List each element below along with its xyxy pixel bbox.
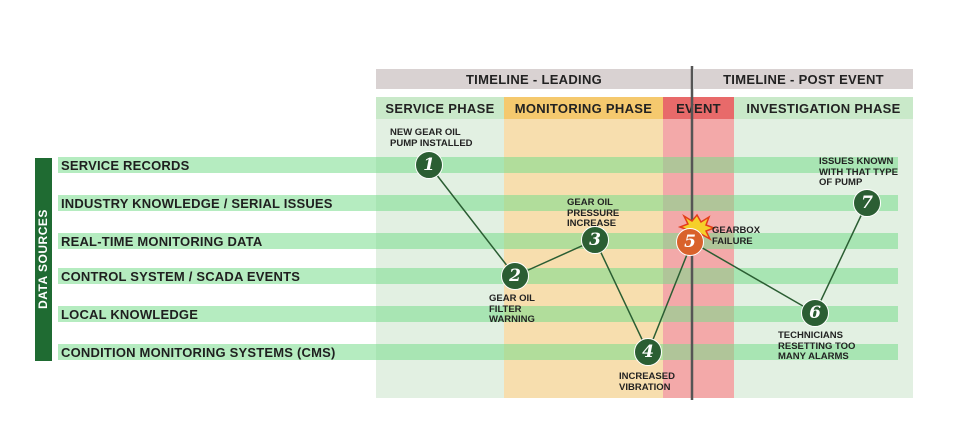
- event-phase-header: EVENT: [663, 97, 734, 119]
- annotation-node-5: GEARBOX FAILURE: [712, 225, 761, 247]
- row-label-industry-knowledge: INDUSTRY KNOWLEDGE / SERIAL ISSUES: [61, 195, 333, 211]
- row-band-industry-knowledge: [58, 195, 898, 211]
- node-4: 4: [634, 338, 662, 366]
- annotation-node-7: ISSUES KNOWN WITH THAT TYPE OF PUMP: [819, 156, 898, 188]
- annotation-node-2: GEAR OIL FILTER WARNING: [489, 293, 535, 325]
- annotation-node-1: NEW GEAR OIL PUMP INSTALLED: [390, 127, 473, 149]
- node-3: 3: [581, 226, 609, 254]
- node-2: 2: [501, 262, 529, 290]
- timeline-leading-label: TIMELINE - LEADING: [465, 71, 603, 87]
- node-5-event: 5: [676, 228, 704, 256]
- annotation-node-4: INCREASED VIBRATION: [619, 371, 675, 393]
- investigation-phase-header: INVESTIGATION PHASE: [734, 97, 913, 119]
- row-band-local-knowledge: [58, 306, 898, 322]
- annotation-node-3: GEAR OIL PRESSURE INCREASE: [567, 197, 620, 229]
- timeline-post-event-header: TIMELINE - POST EVENT: [694, 69, 913, 89]
- row-label-service-records: SERVICE RECORDS: [61, 157, 190, 173]
- row-band-control-system: [58, 268, 898, 284]
- timeline-post-event-label: TIMELINE - POST EVENT: [723, 71, 884, 87]
- row-label-cms: CONDITION MONITORING SYSTEMS (CMS): [61, 344, 336, 360]
- data-sources-sidebar: [35, 158, 52, 361]
- node-6: 6: [801, 299, 829, 327]
- investigation-phase-label: INVESTIGATION PHASE: [746, 100, 901, 116]
- row-label-real-time-monitoring: REAL-TIME MONITORING DATA: [61, 233, 263, 249]
- monitoring-phase-label: MONITORING PHASE: [514, 100, 653, 116]
- row-label-local-knowledge: LOCAL KNOWLEDGE: [61, 306, 199, 322]
- annotation-node-6: TECHNICIANS RESETTING TOO MANY ALARMS: [778, 330, 856, 362]
- row-label-control-system: CONTROL SYSTEM / SCADA EVENTS: [61, 268, 301, 284]
- row-band-service-records: [58, 157, 898, 173]
- service-phase-header: SERVICE PHASE: [376, 97, 504, 119]
- node-7: 7: [853, 189, 881, 217]
- row-band-cms: [58, 344, 898, 360]
- timeline-leading-header: TIMELINE - LEADING: [376, 69, 692, 89]
- monitoring-phase-header: MONITORING PHASE: [504, 97, 663, 119]
- service-phase-label: SERVICE PHASE: [385, 100, 495, 116]
- node-1: 1: [415, 151, 443, 179]
- event-phase-label: EVENT: [676, 100, 721, 116]
